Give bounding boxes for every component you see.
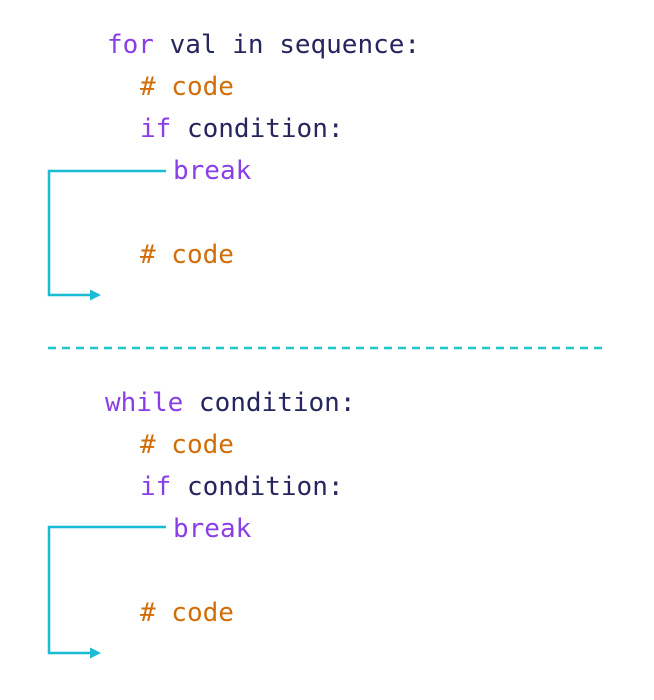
while-loop-header: while condition: bbox=[105, 387, 355, 419]
for-loop-comment-2: # code bbox=[140, 239, 234, 271]
while-header-text: condition: bbox=[183, 388, 356, 418]
while-if-text: condition: bbox=[171, 472, 344, 502]
while-break-keyword: break bbox=[173, 514, 252, 544]
while-loop-comment-1: # code bbox=[140, 429, 234, 461]
for-comment-1-text: # code bbox=[140, 72, 234, 102]
for-break-arrow-head bbox=[90, 289, 101, 301]
for-header-text: val in sequence: bbox=[153, 30, 421, 60]
while-if-keyword: if bbox=[140, 472, 172, 502]
for-loop-break-line: break bbox=[173, 155, 251, 187]
while-keyword: while bbox=[105, 388, 184, 418]
for-comment-2-text: # code bbox=[140, 240, 234, 270]
while-break-arrow-line bbox=[47, 525, 166, 655]
for-loop-if-line: if condition: bbox=[140, 113, 344, 145]
while-comment-2-text: # code bbox=[140, 598, 234, 628]
while-comment-1-text: # code bbox=[140, 430, 234, 460]
for-loop-comment-1: # code bbox=[140, 71, 234, 103]
for-loop-header: for val in sequence: bbox=[107, 29, 420, 61]
while-break-arrow-head bbox=[90, 647, 101, 659]
while-loop-comment-2: # code bbox=[140, 597, 234, 629]
for-break-arrow-line bbox=[47, 169, 166, 297]
while-loop-if-line: if condition: bbox=[140, 471, 344, 503]
for-if-text: condition: bbox=[171, 114, 344, 144]
for-keyword: for bbox=[107, 30, 154, 60]
for-break-keyword: break bbox=[173, 156, 252, 186]
for-if-keyword: if bbox=[140, 114, 172, 144]
while-loop-break-line: break bbox=[173, 513, 251, 545]
